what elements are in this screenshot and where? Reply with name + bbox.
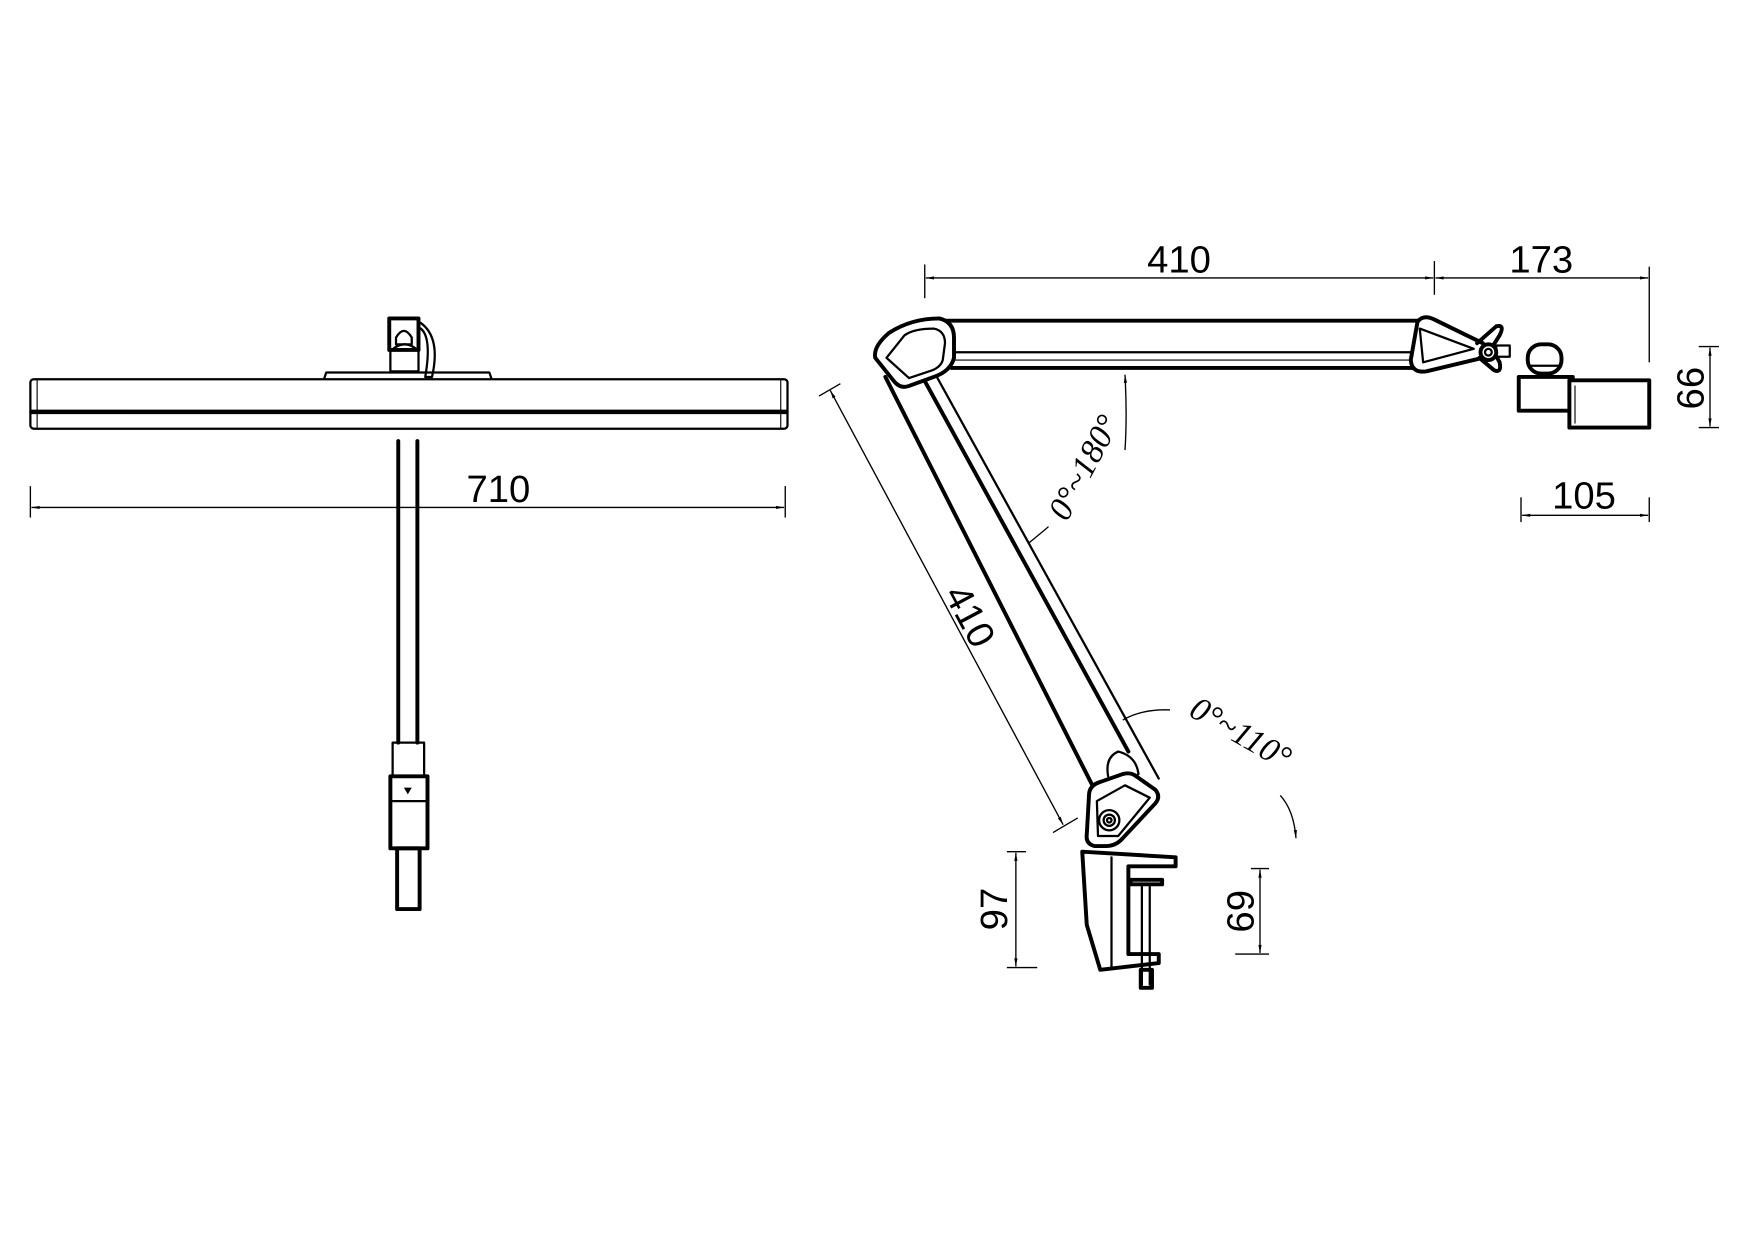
dimension-label: 105 [1552, 475, 1616, 518]
dimension-710: 710 [29, 468, 786, 518]
angle-base: 0°~110° [1122, 690, 1298, 839]
dimension-lower-arm: 410 [818, 383, 1079, 834]
side-view: 410 173 66 105 410 97 [818, 238, 1719, 990]
angle-elbow: 0°~180° [1027, 374, 1128, 544]
dimension-label: 410 [1147, 238, 1211, 281]
dimension-label: 173 [1509, 238, 1573, 281]
dimension-upper-arm: 410 [924, 238, 1436, 299]
angle-label: 0°~110° [1184, 690, 1298, 777]
dimension-head-height: 66 [1669, 345, 1719, 429]
lamp-head [1516, 342, 1652, 430]
elbow-joint [873, 316, 956, 389]
dimension-label: 710 [466, 468, 530, 511]
dimension-label: 69 [1219, 890, 1262, 933]
dimension-head-reach: 173 [1435, 238, 1650, 363]
base-joint [1084, 750, 1161, 849]
dimension-label: 66 [1669, 367, 1712, 410]
head-joint [1408, 315, 1511, 374]
upper-arm [931, 318, 1422, 370]
light-bar [29, 378, 789, 430]
front-pole [388, 439, 430, 912]
dimension-clamp-height: 97 [973, 851, 1038, 969]
lamp-head-mount [322, 316, 493, 381]
dimension-head-width: 105 [1520, 475, 1650, 523]
angle-label: 0°~180° [1041, 409, 1127, 526]
dimension-clamp-opening: 69 [1219, 867, 1269, 955]
front-view: 710 [29, 316, 789, 912]
dimension-label: 97 [973, 888, 1016, 931]
desk-clamp [1080, 849, 1178, 990]
